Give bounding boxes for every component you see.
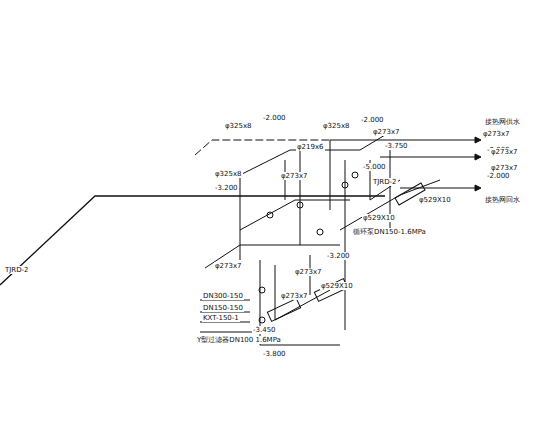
pipe-label: TJRD-2: [4, 266, 30, 274]
pipe-label: φ273x7: [294, 268, 323, 276]
pipe-label: φ325x8: [322, 122, 351, 130]
pipe-label: 接热网供水: [484, 118, 521, 126]
pipe-label: -3.200: [326, 252, 351, 260]
pipe-label: φ273x7: [372, 128, 401, 136]
pipe-label: TJRD-2: [372, 178, 398, 186]
pipe-label: φ529X10: [320, 282, 354, 290]
main-pipes: [0, 135, 475, 345]
pipe-label: φ273x7: [214, 262, 243, 270]
flow-arrows: [475, 137, 481, 191]
pipe-label: φ219x6: [296, 143, 325, 151]
pipe-label: φ273x7: [490, 148, 519, 156]
pipe-label: φ325x8: [224, 122, 253, 130]
pipe-label: -3.750: [384, 142, 409, 150]
pipe-label: φ529X10: [362, 214, 396, 222]
pipe-label: -3.800: [262, 350, 287, 358]
pipe-label: -2.000: [262, 114, 287, 122]
pipe-label: φ529X10: [418, 196, 452, 204]
pipe-label: KXT-150-1: [202, 314, 240, 322]
pipe-label: 循环泵DN150-1.6MPa: [352, 228, 427, 236]
pipe-label: φ273x7: [280, 172, 309, 180]
pipe-label: φ273x7: [482, 130, 511, 138]
pipe-label: Y型过滤器DN100 1.6MPa: [196, 336, 282, 344]
pipe-label: φ325x8: [214, 170, 243, 178]
pipe-label: -3.450: [252, 326, 277, 334]
pipe-label: φ273x7: [280, 292, 309, 300]
pipe-label: 接热网回水: [484, 196, 521, 204]
pipe-label: -5.000: [362, 163, 387, 171]
pipe-label: -2.000: [486, 172, 511, 180]
equipment: [259, 172, 425, 323]
pipe-label: DN300-150: [202, 292, 244, 300]
pipe-label: -3.200: [214, 184, 239, 192]
pipe-label: DN150-150: [202, 304, 244, 312]
pipe-label: φ273x7: [490, 164, 519, 172]
pipe-label: -2.000: [360, 116, 385, 124]
